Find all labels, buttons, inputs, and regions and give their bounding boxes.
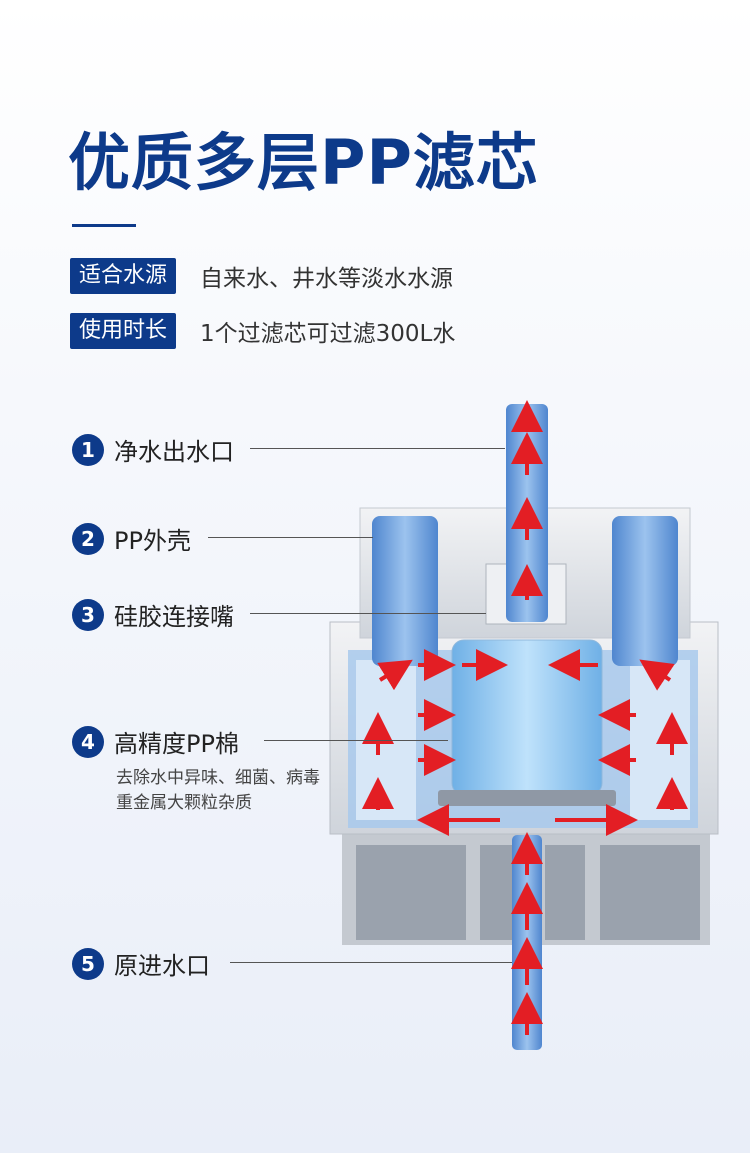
description-line: 重金属大颗粒杂质 [116, 791, 320, 816]
side-tube-right [612, 516, 678, 666]
callout-number: 1 [72, 434, 104, 466]
leader-line [208, 537, 373, 538]
callout-pp-cotton: 4 高精度PP棉 [72, 724, 239, 759]
callout-inlet: 5 原进水口 [72, 946, 210, 981]
leader-line [230, 962, 512, 963]
pp-cotton-description: 去除水中异味、细菌、病毒 重金属大颗粒杂质 [116, 766, 320, 816]
callout-label: 高精度PP棉 [114, 724, 239, 759]
leader-line [264, 740, 448, 741]
callout-number: 4 [72, 726, 104, 758]
leader-line [250, 613, 486, 614]
callout-outlet: 1 净水出水口 [72, 432, 234, 467]
callout-number: 2 [72, 523, 104, 555]
side-tube-left [372, 516, 438, 666]
callout-label: 硅胶连接嘴 [114, 597, 234, 632]
description-line: 去除水中异味、细菌、病毒 [116, 766, 320, 791]
callout-label: PP外壳 [114, 521, 191, 556]
callout-number: 3 [72, 599, 104, 631]
callout-label: 净水出水口 [114, 432, 234, 467]
callout-number: 5 [72, 948, 104, 980]
callout-shell: 2 PP外壳 [72, 521, 191, 556]
callout-label: 原进水口 [114, 946, 210, 981]
callout-connector: 3 硅胶连接嘴 [72, 597, 234, 632]
leader-line [250, 448, 505, 449]
